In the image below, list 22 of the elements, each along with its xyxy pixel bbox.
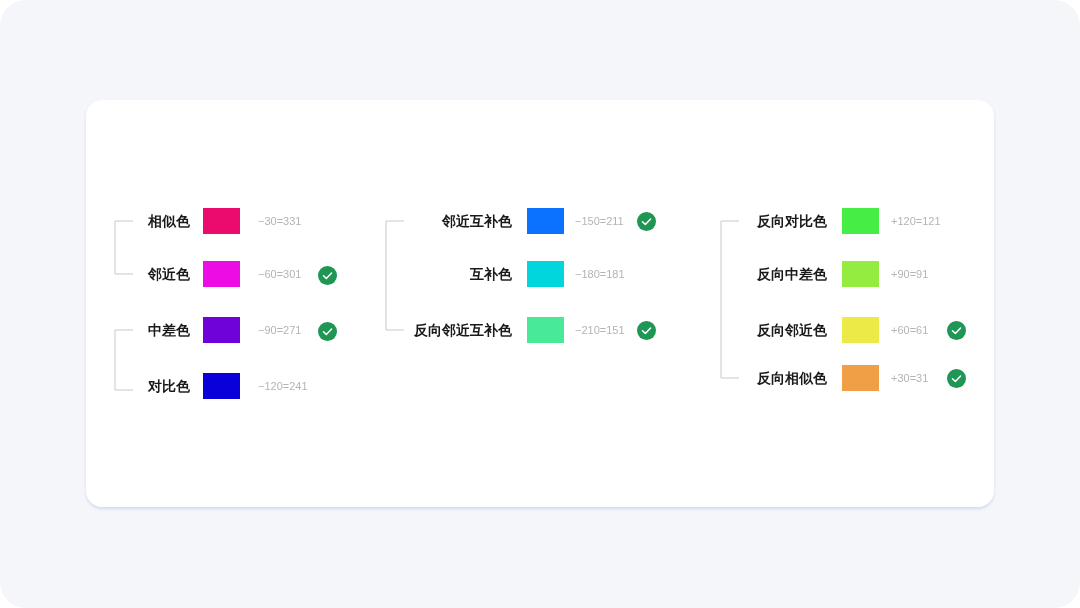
color-name: 反向邻近互补色: [414, 321, 512, 340]
color-name: 反向相似色: [757, 369, 827, 388]
color-name: 中差色: [148, 321, 190, 340]
hue-formula: −60=301: [258, 267, 302, 282]
hue-formula: +60=61: [891, 323, 929, 338]
color-name: 邻近互补色: [442, 212, 512, 231]
color-name: 对比色: [148, 377, 190, 396]
hue-formula: −120=241: [258, 379, 308, 394]
hue-formula: +120=121: [891, 214, 941, 229]
hue-formula: +30=31: [891, 371, 929, 386]
hue-formula: −150=211: [575, 214, 624, 229]
color-name: 相似色: [148, 212, 190, 231]
hue-formula: −210=151: [575, 323, 625, 338]
color-name: 反向邻近色: [757, 321, 827, 340]
color-name: 反向对比色: [757, 212, 827, 231]
color-name: 互补色: [470, 265, 512, 284]
color-name: 邻近色: [148, 265, 190, 284]
hue-formula: +90=91: [891, 267, 929, 282]
hue-formula: −180=181: [575, 267, 625, 282]
hue-formula: −90=271: [258, 323, 302, 338]
hue-formula: −30=331: [258, 214, 302, 229]
color-name: 反向中差色: [757, 265, 827, 284]
